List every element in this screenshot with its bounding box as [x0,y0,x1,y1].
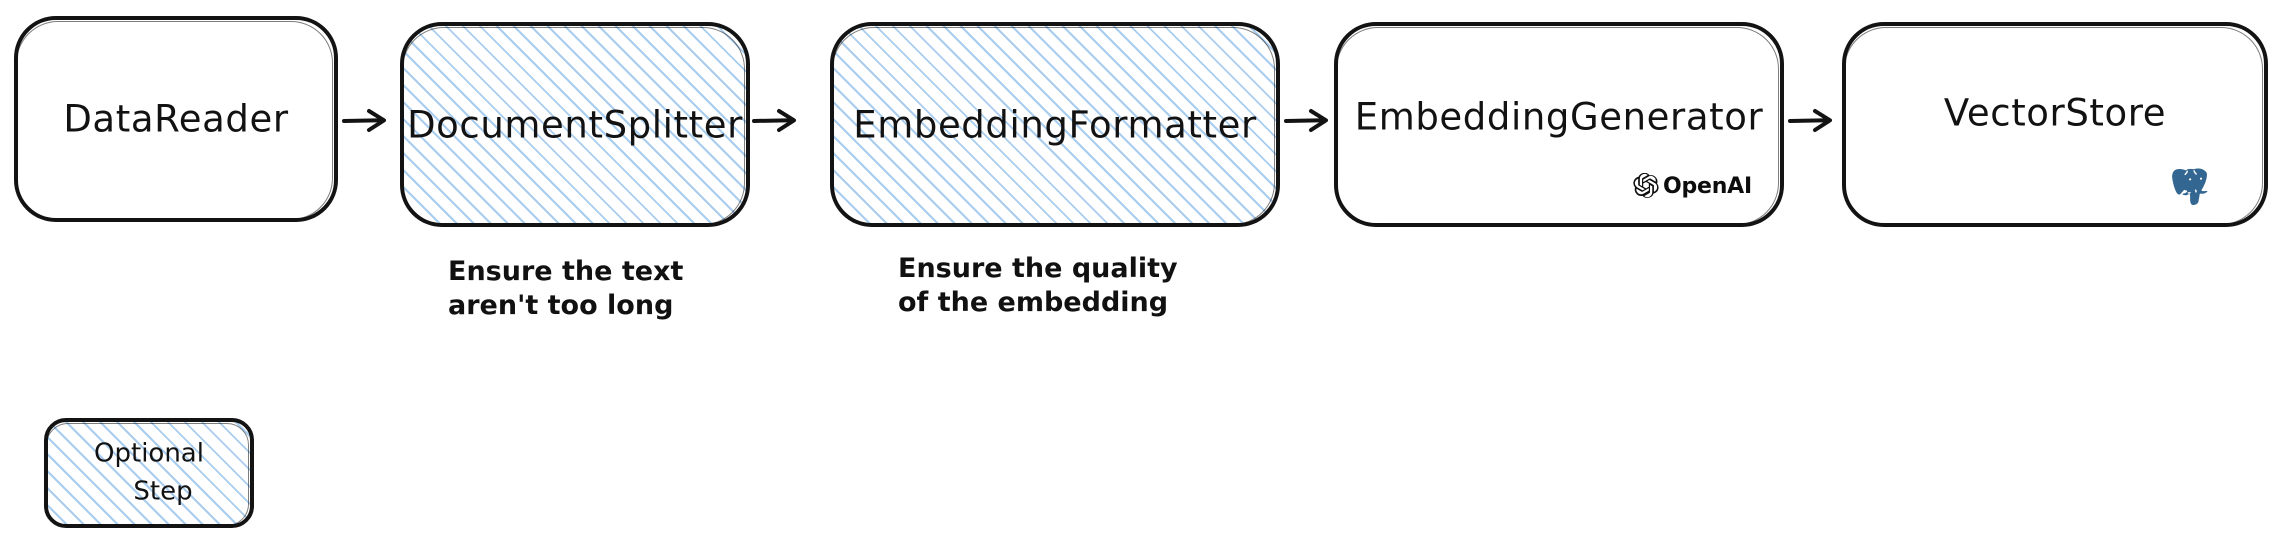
node-embedding-formatter-label: EmbeddingFormatter [853,103,1257,146]
arrow-embedding-generator-to-vector-store [1788,100,1842,140]
node-embedding-generator-label: EmbeddingGenerator [1354,95,1764,139]
node-vector-store-label: VectorStore [1943,91,2167,135]
caption-document-splitter-line1: Ensure the text [448,256,684,287]
node-embedding-generator[interactable]: EmbeddingGenerator OpenAI [1334,22,1784,227]
caption-document-splitter: Ensure the text aren't too long [448,255,683,323]
node-document-splitter[interactable]: DocumentSplitter [400,22,750,227]
caption-embedding-formatter-line2: of the embedding [898,286,1169,318]
legend-optional-step: Optional Step [44,418,254,528]
legend-line1: Optional [94,438,204,469]
node-data-reader[interactable]: DataReader [14,16,338,222]
arrow-icon [1284,109,1328,132]
arrow-icon [1788,109,1832,132]
node-document-splitter-label: DocumentSplitter [407,103,743,146]
node-data-reader-label: DataReader [63,97,289,141]
postgresql-elephant-icon [2170,166,2209,207]
postgres-brand [2170,161,2216,209]
arrow-icon [342,109,386,132]
openai-wordmark: OpenAI [1662,173,1752,199]
arrow-icon [752,109,796,132]
caption-embedding-formatter: Ensure the quality of the embedding [898,252,1178,320]
caption-document-splitter-line2: aren't too long [448,289,674,321]
arrow-embedding-formatter-to-embedding-generator [1284,100,1338,140]
legend-optional-step-label: Optional Step [48,435,250,510]
node-vector-store[interactable]: VectorStore [1842,22,2268,227]
legend-line2: Step [133,476,193,506]
node-embedding-formatter[interactable]: EmbeddingFormatter [830,22,1280,227]
caption-embedding-formatter-line1: Ensure the quality [898,253,1178,284]
openai-brand: OpenAI [1633,173,1752,199]
arrow-document-splitter-to-embedding-formatter [752,100,806,140]
openai-logo-icon [1633,173,1659,199]
arrow-data-reader-to-document-splitter [342,100,396,140]
